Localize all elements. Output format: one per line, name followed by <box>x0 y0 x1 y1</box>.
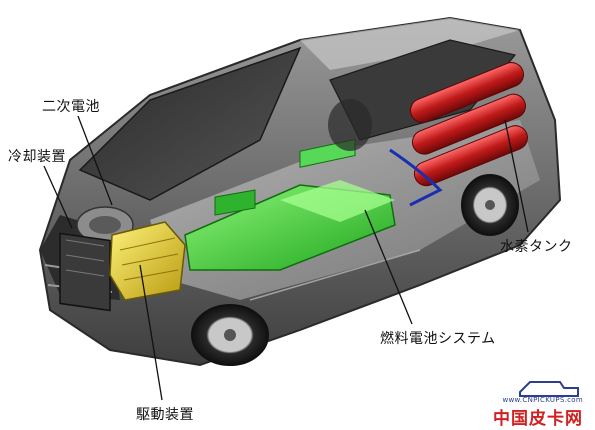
cooling-device-icon <box>59 232 111 312</box>
drive-device-label: 駆動装置 <box>136 407 194 423</box>
watermark-url: www.CNPICKUPS.com <box>502 396 583 404</box>
rear-wheel <box>461 174 519 236</box>
hydrogen-tank-icon <box>389 62 528 207</box>
front-wheel <box>191 304 269 366</box>
battery-leader <box>77 115 113 206</box>
fuel-cell-leader <box>364 209 413 325</box>
drive-leader <box>139 264 163 401</box>
windshield <box>78 46 302 201</box>
hydrogen-tank-label: 水素タンク <box>500 239 573 255</box>
tank-leader <box>504 119 529 233</box>
fuel-cell-system-label: 燃料電池システム <box>380 331 496 347</box>
secondary-battery-label: 二次電池 <box>42 99 100 115</box>
watermark-site-name: 中国皮卡网 <box>493 409 583 429</box>
drive-device-icon <box>109 221 186 301</box>
cooling-leader <box>43 165 73 229</box>
pickup-truck-logo <box>519 381 579 397</box>
rear-inner-wheel <box>328 99 372 151</box>
cooling-device-label: 冷却装置 <box>8 149 66 165</box>
leader-lines <box>43 115 529 401</box>
